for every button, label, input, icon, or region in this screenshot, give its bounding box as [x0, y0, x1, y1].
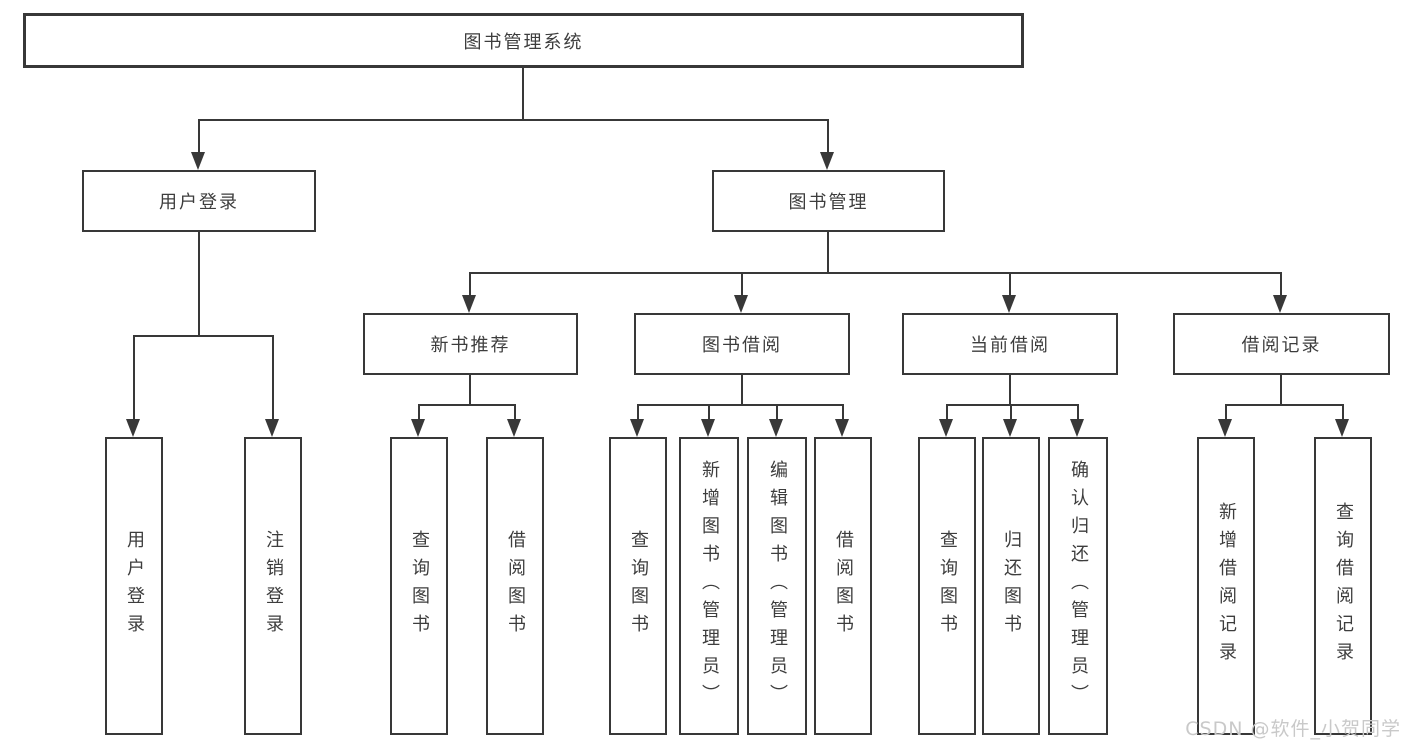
- node-label-leaf-borrow-books-recommend: 借阅图书: [505, 530, 526, 642]
- connector-line: [133, 335, 135, 420]
- arrow-down-icon: [820, 152, 834, 170]
- connector-line: [418, 404, 514, 406]
- node-label-new-book-recommend: 新书推荐: [430, 335, 511, 356]
- connector-line: [418, 404, 420, 420]
- node-leaf-borrow-books-recommend: 借阅图书: [486, 437, 544, 735]
- connector-line: [198, 231, 200, 335]
- connector-line: [198, 119, 827, 121]
- connector-line: [1280, 272, 1282, 296]
- node-leaf-add-books-admin: 新增图书（管理员）: [679, 437, 739, 735]
- arrow-down-icon: [1273, 295, 1287, 313]
- node-leaf-confirm-return-admin: 确认归还（管理员）: [1048, 437, 1108, 735]
- connector-line: [1225, 404, 1342, 406]
- node-leaf-query-borrow-record: 查询借阅记录: [1314, 437, 1372, 735]
- node-leaf-edit-books-admin: 编辑图书（管理员）: [747, 437, 807, 735]
- connector-line: [1077, 404, 1079, 420]
- connector-line: [741, 272, 743, 296]
- connector-line: [1280, 374, 1282, 404]
- node-label-book-borrowing: 图书借阅: [702, 335, 782, 356]
- arrow-down-icon: [411, 419, 425, 437]
- connector-line: [827, 231, 829, 272]
- connector-line: [272, 335, 274, 420]
- arrow-down-icon: [1003, 419, 1017, 437]
- arrow-down-icon: [265, 419, 279, 437]
- node-label-leaf-return-books: 归还图书: [1001, 530, 1022, 642]
- connector-line: [469, 272, 471, 296]
- arrow-down-icon: [769, 419, 783, 437]
- arrow-down-icon: [939, 419, 953, 437]
- node-label-leaf-query-books-borrow: 查询图书: [628, 530, 649, 642]
- arrow-down-icon: [191, 152, 205, 170]
- node-leaf-user-login: 用户登录: [105, 437, 163, 735]
- node-book-borrowing: 图书借阅: [634, 313, 850, 375]
- arrow-down-icon: [1002, 295, 1016, 313]
- node-leaf-add-borrow-record: 新增借阅记录: [1197, 437, 1255, 735]
- node-book-management: 图书管理: [712, 170, 945, 232]
- node-label-leaf-edit-books-admin: 编辑图书（管理员）: [767, 460, 788, 712]
- node-label-leaf-logout: 注销登录: [263, 530, 284, 642]
- node-label-leaf-add-books-admin: 新增图书（管理员）: [699, 460, 720, 712]
- node-label-leaf-add-borrow-record: 新增借阅记录: [1216, 502, 1237, 670]
- arrow-down-icon: [701, 419, 715, 437]
- arrow-down-icon: [835, 419, 849, 437]
- node-root: 图书管理系统: [23, 13, 1024, 68]
- node-leaf-query-books-borrow: 查询图书: [609, 437, 667, 735]
- node-label-leaf-query-borrow-record: 查询借阅记录: [1333, 502, 1354, 670]
- connector-line: [198, 119, 200, 153]
- connector-line: [469, 374, 471, 404]
- arrow-down-icon: [462, 295, 476, 313]
- connector-line: [708, 404, 710, 420]
- node-label-leaf-query-books-current: 查询图书: [937, 530, 958, 642]
- node-leaf-borrow-books-borrow: 借阅图书: [814, 437, 872, 735]
- connector-line: [1010, 404, 1012, 420]
- node-label-current-borrowing: 当前借阅: [970, 335, 1050, 356]
- arrow-down-icon: [507, 419, 521, 437]
- connector-line: [842, 404, 844, 420]
- connector-line: [1342, 404, 1344, 420]
- node-new-book-recommend: 新书推荐: [363, 313, 578, 375]
- connector-line: [469, 272, 1280, 274]
- node-user-login: 用户登录: [82, 170, 316, 232]
- node-label-user-login: 用户登录: [159, 192, 239, 213]
- connector-line: [946, 404, 948, 420]
- arrow-down-icon: [1070, 419, 1084, 437]
- node-leaf-query-books-recommend: 查询图书: [390, 437, 448, 735]
- connector-line: [1009, 272, 1011, 296]
- arrow-down-icon: [1335, 419, 1349, 437]
- node-current-borrowing: 当前借阅: [902, 313, 1118, 375]
- connector-line: [776, 404, 778, 420]
- node-label-book-management: 图书管理: [788, 192, 869, 213]
- node-leaf-query-books-current: 查询图书: [918, 437, 976, 735]
- node-borrowing-records: 借阅记录: [1173, 313, 1390, 375]
- connector-line: [637, 404, 639, 420]
- node-label-leaf-query-books-recommend: 查询图书: [409, 530, 430, 642]
- connector-line: [637, 404, 842, 406]
- node-label-leaf-user-login: 用户登录: [124, 530, 145, 642]
- arrow-down-icon: [630, 419, 644, 437]
- node-leaf-logout: 注销登录: [244, 437, 302, 735]
- arrow-down-icon: [126, 419, 140, 437]
- arrow-down-icon: [734, 295, 748, 313]
- node-leaf-return-books: 归还图书: [982, 437, 1040, 735]
- node-label-leaf-borrow-books-borrow: 借阅图书: [833, 530, 854, 642]
- connector-line: [1009, 374, 1011, 404]
- connector-line: [827, 119, 829, 153]
- connector-line: [522, 67, 524, 119]
- connector-line: [1225, 404, 1227, 420]
- node-label-borrowing-records: 借阅记录: [1241, 335, 1322, 356]
- connector-line: [514, 404, 516, 420]
- arrow-down-icon: [1218, 419, 1232, 437]
- node-label-leaf-confirm-return-admin: 确认归还（管理员）: [1068, 460, 1089, 712]
- connector-line: [133, 335, 272, 337]
- node-label-root: 图书管理系统: [463, 31, 584, 53]
- connector-line: [741, 374, 743, 404]
